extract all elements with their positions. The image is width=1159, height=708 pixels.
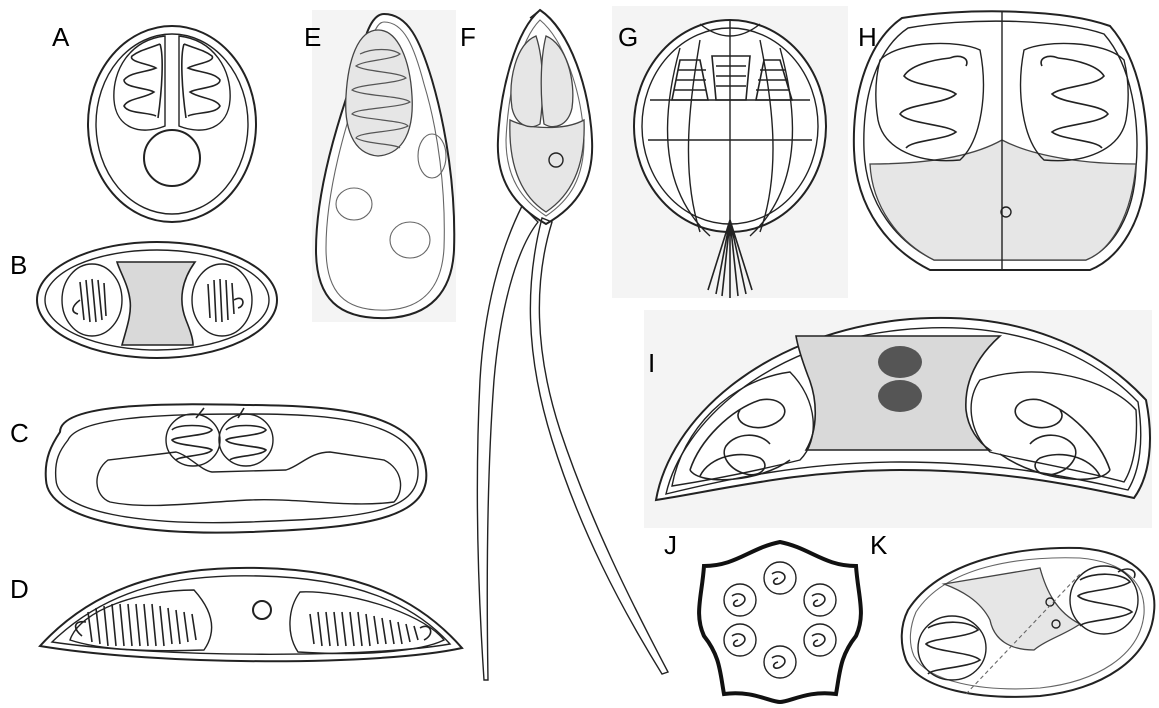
panel-label-e: E — [304, 22, 321, 52]
panel-g: G — [612, 6, 848, 298]
caudal-appendage-left — [477, 206, 538, 680]
panel-h: H — [854, 11, 1147, 270]
panel-label-g: G — [618, 22, 638, 52]
panel-j: J — [664, 530, 861, 702]
panel-label-b: B — [10, 250, 27, 280]
panel-label-f: F — [460, 22, 476, 52]
panel-label-c: C — [10, 418, 29, 448]
sporoplasm-nucleus-2 — [878, 380, 922, 412]
panel-label-h: H — [858, 22, 877, 52]
spore-valve-outer — [46, 404, 427, 532]
spore-valve-outer — [88, 26, 256, 222]
panel-k: K — [870, 530, 1154, 697]
panel-label-k: K — [870, 530, 888, 560]
panel-b: B — [10, 242, 277, 358]
panel-a: A — [52, 22, 256, 222]
iodinophilous-vacuole — [253, 601, 271, 619]
panel-label-i: I — [648, 348, 655, 378]
panel-label-j: J — [664, 530, 677, 560]
panel-i: I — [644, 310, 1152, 528]
panel-label-a: A — [52, 22, 70, 52]
sporoplasm-nucleus-1 — [878, 346, 922, 378]
panel-label-d: D — [10, 574, 29, 604]
iodinophilous-vacuole — [144, 130, 200, 186]
panel-e: E — [304, 10, 456, 322]
panel-d: D — [10, 568, 462, 661]
panel-c: C — [10, 404, 426, 532]
